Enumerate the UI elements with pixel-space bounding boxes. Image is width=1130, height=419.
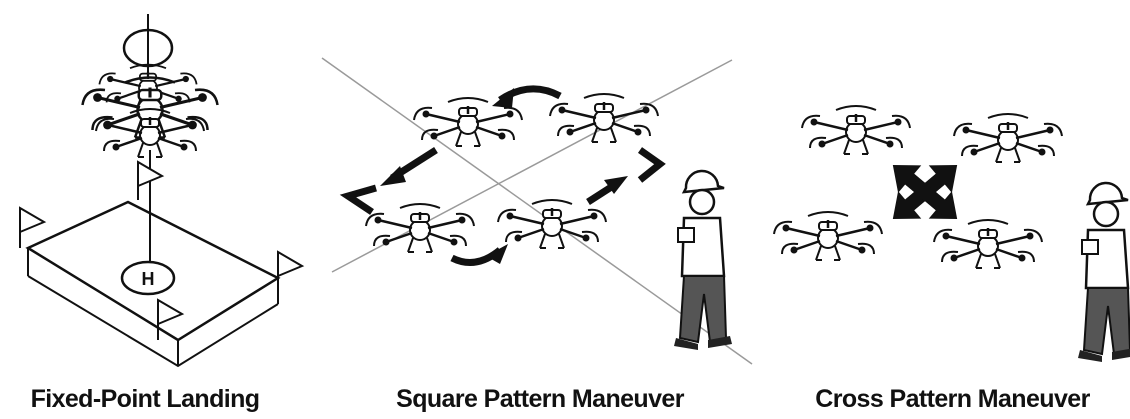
drone-icon (366, 94, 658, 252)
drone-icon (83, 65, 218, 157)
cross-pattern-caption: Cross Pattern Maneuver (775, 382, 1130, 416)
fixed-point-caption: Fixed-Point Landing (0, 382, 290, 416)
helipad-mark: H (142, 269, 155, 289)
square-pattern-panel (322, 58, 752, 364)
cross-pattern-panel (774, 106, 1130, 362)
fixed-point-panel: H (20, 14, 302, 366)
flag-icon (20, 162, 302, 340)
pilot-icon (674, 171, 732, 350)
square-pattern-caption: Square Pattern Maneuver (355, 382, 725, 416)
arrow-icon (881, 151, 968, 233)
rotation-icon (124, 14, 172, 80)
helipad-icon: H (28, 202, 278, 366)
pilot-icon (1078, 183, 1130, 362)
